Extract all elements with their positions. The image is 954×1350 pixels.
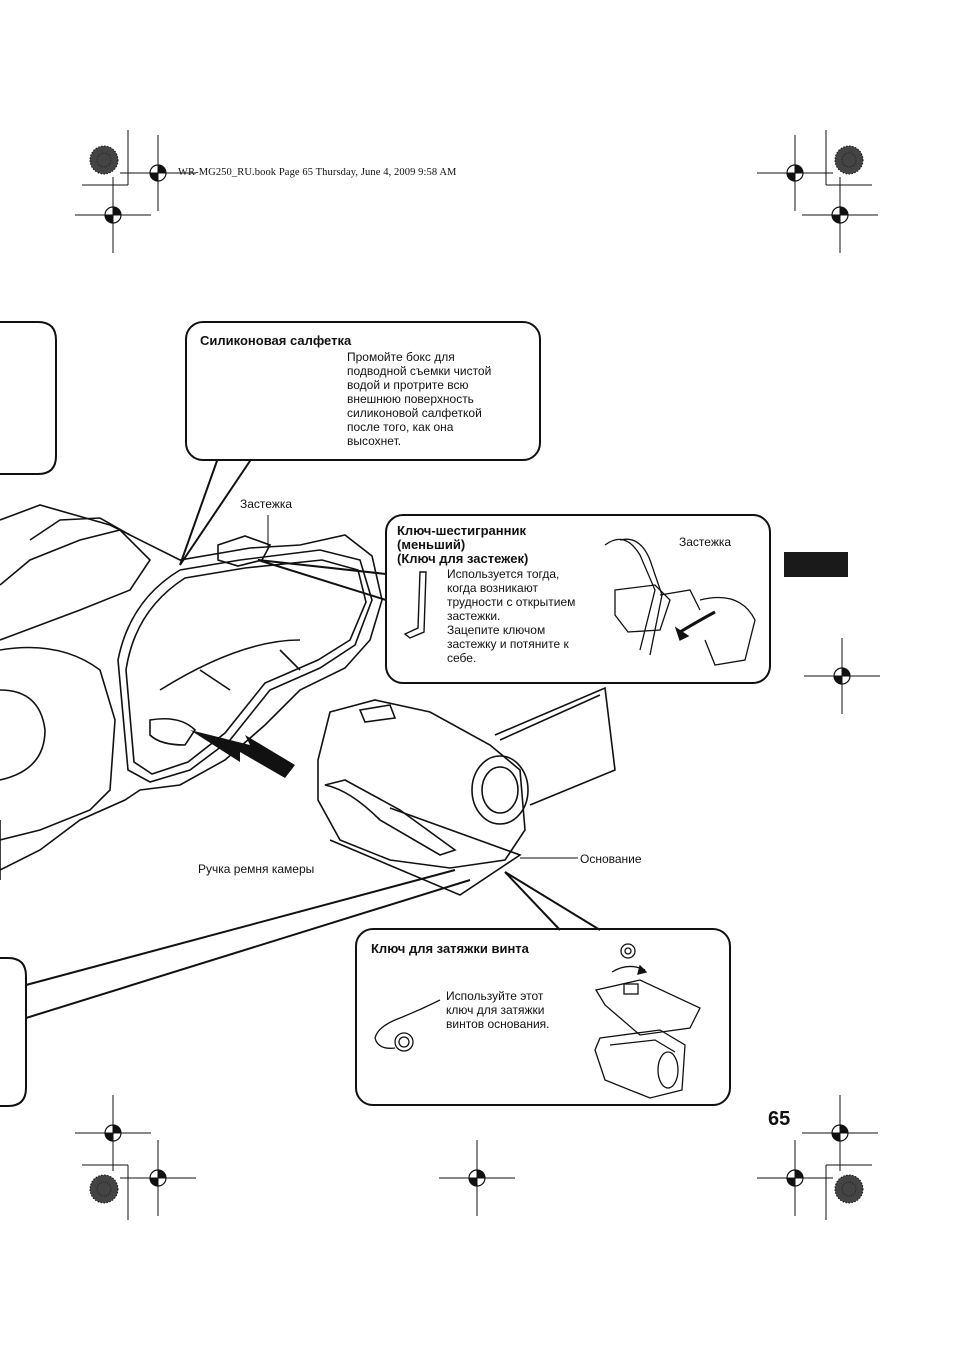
title-line: Ключ-шестигранник xyxy=(397,523,526,538)
silicone-cloth-text: Промойте бокс для подводной съемки чисто… xyxy=(347,350,491,448)
section-tab-marker xyxy=(784,552,848,577)
registration-marks-side xyxy=(803,637,881,715)
text-line: себе. xyxy=(447,651,477,665)
title-line: (Ключ для застежек) xyxy=(397,551,529,566)
text-line: когда возникают xyxy=(447,581,538,595)
text-line: застежку и потяните к xyxy=(447,637,569,651)
left-partial-box-top xyxy=(0,321,57,475)
text-line: трудности с открытием xyxy=(447,595,576,609)
text-line: Используйте этот xyxy=(446,989,544,1003)
clasp-label: Застежка xyxy=(240,497,293,511)
registration-marks-top xyxy=(74,130,879,254)
text-line: после того, как она xyxy=(347,420,454,434)
hex-key-clasp-label: Застежка xyxy=(679,535,732,549)
hex-key-title: Ключ-шестигранник (меньший) (Ключ для за… xyxy=(397,524,528,566)
screw-key-title: Ключ для затяжки винта xyxy=(371,941,529,956)
underwater-housing-drawing xyxy=(0,504,383,880)
hex-key-text: Используется тогда, когда возникают труд… xyxy=(447,567,575,665)
text-line: ключ для затяжки xyxy=(446,1003,545,1017)
text-line: высохнет. xyxy=(347,434,402,448)
screw-key-illustration xyxy=(374,999,441,1052)
title-line: (меньший) xyxy=(397,537,466,552)
base-plate-illustration xyxy=(594,943,701,1099)
text-line: винтов основания. xyxy=(446,1017,550,1031)
text-line: внешнюю поверхность xyxy=(347,392,474,406)
file-info-header: WR-MG250_RU.book Page 65 Thursday, June … xyxy=(178,167,457,178)
clasp-opening-illustration xyxy=(604,538,756,666)
screw-key-text: Используйте этот ключ для затяжки винтов… xyxy=(446,989,550,1031)
screwkey-callout-pointer xyxy=(504,871,601,931)
silicone-cloth-title: Силиконовая салфетка xyxy=(200,333,352,348)
left-box-pointer xyxy=(25,869,471,1019)
text-line: силиконовой салфеткой xyxy=(347,406,482,420)
base-label: Основание xyxy=(580,852,642,866)
hex-key-illustration xyxy=(403,571,427,639)
page-number: 65 xyxy=(768,1108,791,1130)
screw-key-callout: Ключ для затяжки винта Используйте этот … xyxy=(355,928,731,1106)
text-line: водой и протрите всю xyxy=(347,378,469,392)
text-line: застежки. xyxy=(447,609,501,623)
text-line: подводной съемки чистой xyxy=(347,364,492,378)
text-line: Используется тогда, xyxy=(447,567,560,581)
insertion-arrow xyxy=(190,730,295,778)
text-line: Промойте бокс для xyxy=(347,350,455,364)
silicone-cloth-callout: Силиконовая салфетка Промойте бокс для п… xyxy=(185,321,541,461)
text-line: Зацепите ключом xyxy=(447,623,546,637)
camcorder-drawing xyxy=(317,686,616,896)
camera-strap-grip-label: Ручка ремня камеры xyxy=(198,862,315,876)
registration-marks-bottom xyxy=(74,1094,879,1220)
silicone-callout-pointer xyxy=(179,457,253,566)
left-partial-box-bottom xyxy=(0,957,27,1107)
hex-key-callout: Ключ-шестигранник (меньший) (Ключ для за… xyxy=(385,514,771,684)
hexkey-callout-pointer xyxy=(257,559,387,601)
